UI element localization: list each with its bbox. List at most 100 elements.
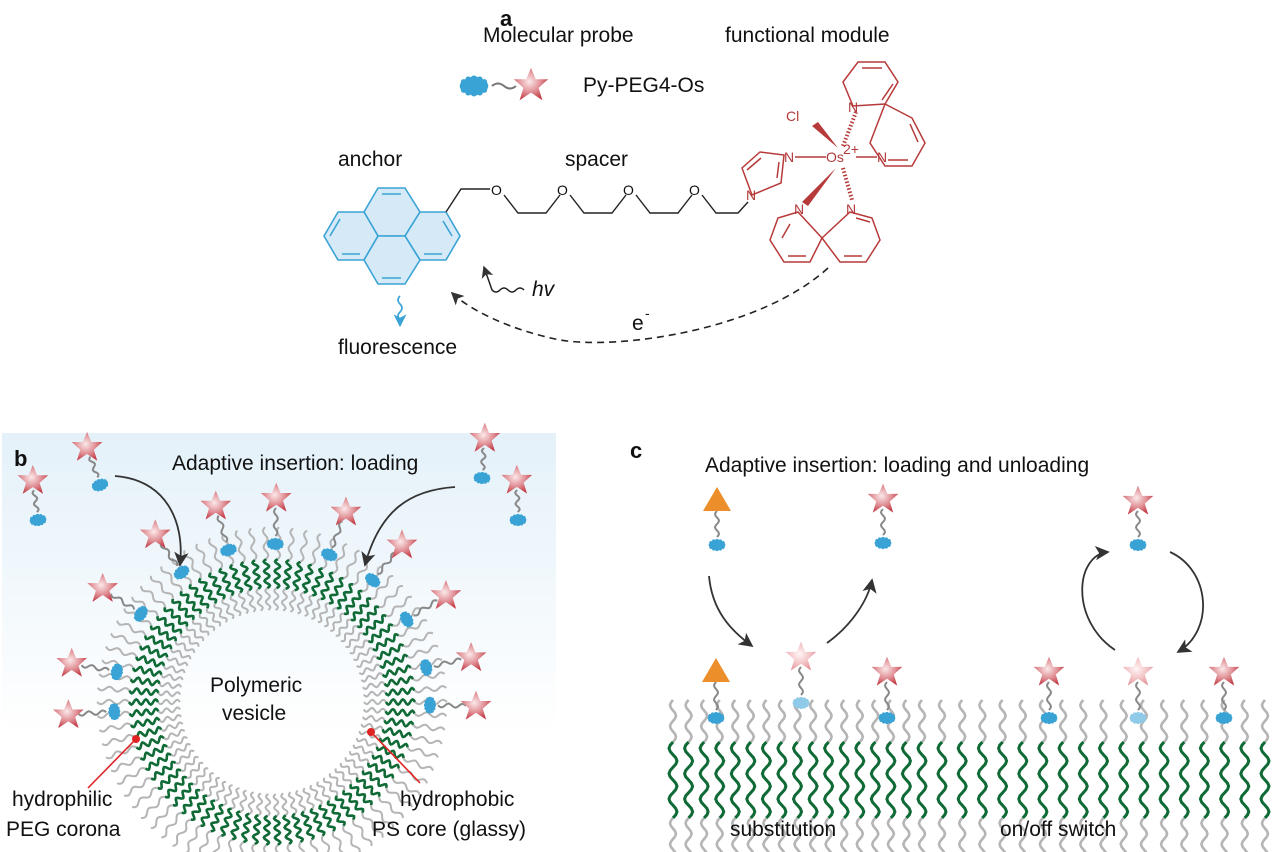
ps-chain [1239, 741, 1251, 819]
peg-chain [264, 587, 272, 611]
ps-chain [383, 717, 415, 728]
peg-chain [998, 699, 1007, 743]
peg-chain [937, 699, 947, 743]
ps-chain [378, 736, 409, 749]
peg-chain [349, 639, 369, 655]
peg-linker-icon [413, 599, 438, 617]
peg-chain [1038, 817, 1048, 852]
peg-chain [355, 737, 378, 748]
ps-chain [760, 740, 773, 819]
ps-chain [172, 782, 194, 807]
peg-chain [309, 839, 319, 852]
peg-chain [131, 596, 159, 617]
ps-chain [381, 727, 413, 739]
osmium-star-icon [1208, 656, 1240, 686]
oxygen-atom-2: O [557, 182, 568, 198]
ps-chain [272, 557, 282, 590]
ps-chain [714, 741, 726, 819]
peg-chain [172, 818, 192, 847]
peg-linker-icon [883, 681, 891, 711]
probe [785, 641, 817, 710]
peg-chain [166, 736, 188, 749]
peg-chain [1179, 699, 1189, 743]
spacer-label: spacer [565, 148, 628, 171]
peg-chain [170, 648, 192, 660]
ps-chain [776, 741, 788, 820]
probe [1033, 656, 1065, 725]
peg-chain [406, 746, 439, 758]
peg-chain [186, 761, 204, 779]
ps-chain [300, 810, 316, 841]
peg-chain [793, 817, 802, 852]
probe [17, 465, 49, 528]
ps-chain [372, 633, 400, 652]
peg-chain [324, 607, 337, 628]
peg-chain [160, 566, 183, 592]
wedge-bond-n [802, 168, 836, 206]
peg-chain [320, 835, 331, 852]
pyrene-anchor-icon [874, 536, 892, 550]
probe [423, 690, 492, 720]
peg-chain [1119, 817, 1129, 852]
peg-chain [335, 618, 352, 637]
peg-linker-icon [80, 664, 110, 672]
peg-chain [363, 698, 387, 706]
ps-chain [250, 559, 263, 590]
peg-chain [715, 817, 725, 852]
ps-chain [342, 789, 365, 814]
ps-chain [376, 643, 405, 661]
peg-linker-icon [1220, 681, 1228, 711]
ps-chain [127, 697, 160, 707]
ps-chain [135, 734, 165, 751]
peg-chain [1240, 699, 1250, 743]
peg-spacer-structure [445, 188, 749, 214]
peg-chain [957, 699, 967, 743]
ps-chain [1178, 740, 1190, 819]
ps-chain [262, 814, 272, 847]
peg-chain [824, 699, 833, 743]
ps-chain [807, 740, 819, 819]
peg-chain [361, 714, 386, 723]
peg-chain [334, 768, 353, 785]
vesicle-label-line2: vesicle [222, 702, 286, 725]
peg-corona-pointer [87, 738, 137, 789]
peg-chain [362, 680, 386, 691]
peg-chain [410, 735, 443, 745]
peg-chain [180, 755, 199, 772]
peg-chain [363, 689, 387, 698]
peg-chain [403, 631, 434, 648]
nitrogen-imidazole-2: N [746, 187, 756, 203]
peg-chain [412, 671, 446, 682]
peg-chain [378, 585, 404, 609]
peg-chain [96, 698, 130, 706]
peg-chain [280, 587, 288, 612]
ps-chain [150, 760, 177, 781]
peg-chain [391, 778, 421, 796]
peg-chain [343, 549, 360, 580]
probe [1122, 656, 1154, 725]
pyrene-structure [323, 187, 461, 285]
ps-chain [1198, 741, 1210, 820]
peg-chain [808, 699, 818, 743]
peg-chain [322, 777, 339, 797]
peg-chain [978, 699, 987, 743]
ps-chain [200, 799, 216, 828]
peg-chain [309, 784, 323, 806]
peg-chain [684, 817, 693, 852]
ps-chain [272, 814, 282, 846]
ps-chain [791, 741, 804, 819]
peg-chain [185, 824, 201, 852]
peg-chain [222, 784, 233, 806]
peg-chain [370, 574, 394, 600]
peg-chain [231, 787, 240, 810]
peg-linker-icon [712, 681, 720, 711]
osmium-star-icon [1122, 656, 1154, 686]
probe [1122, 485, 1154, 552]
panel-b-letter: b [14, 446, 27, 471]
peg-chain [160, 673, 184, 682]
peg-chain [746, 699, 756, 743]
pyrene-anchor-icon [1129, 538, 1147, 552]
peg-chain [412, 723, 446, 732]
nitrogen-bipy-4: N [846, 201, 856, 217]
peg-chain [330, 612, 345, 632]
